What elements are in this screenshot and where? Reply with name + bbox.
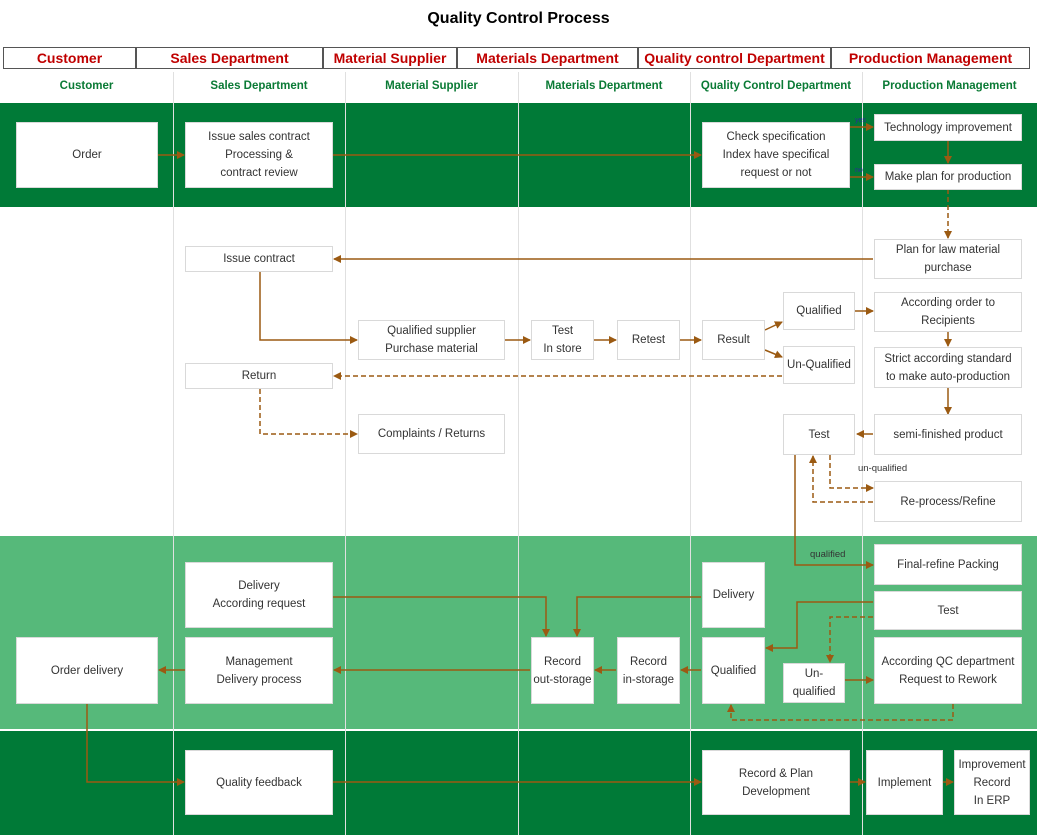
box-return: Return: [185, 363, 333, 389]
page-title: Quality Control Process: [427, 10, 610, 27]
label-no: no: [855, 167, 863, 174]
box-reprocess: Re-process/Refine: [874, 481, 1022, 522]
box-record-out-storage: Record out-storage: [531, 637, 594, 704]
box-qualified-supplier: Qualified supplier Purchase material: [358, 320, 505, 360]
box-plan-raw-material: Plan for law material purchase: [874, 239, 1022, 279]
lane-header-materials: Materials Department: [545, 80, 663, 92]
box-check-specification: Check specification Index have specifica…: [702, 122, 850, 188]
lane-header-supplier: Material Supplier: [385, 80, 478, 92]
box-improvement-record: Improvement Record In ERP: [954, 750, 1030, 815]
box-management-delivery: Management Delivery process: [185, 637, 333, 704]
top-header-qc: Quality control Department: [638, 47, 831, 69]
box-technology-improvement: Technology improvement: [874, 114, 1022, 141]
box-semi-finished: semi-finished product: [874, 414, 1022, 455]
box-qualified-2: Qualified: [702, 637, 765, 704]
box-record-in-storage: Record in-storage: [617, 637, 680, 704]
box-result: Result: [702, 320, 765, 360]
box-complaints-returns: Complaints / Returns: [358, 414, 505, 454]
top-header-materials: Materials Department: [457, 47, 638, 69]
box-record-plan: Record & Plan Development: [702, 750, 850, 815]
box-unqualified-2: Un- qualified: [783, 663, 845, 703]
top-header-supplier: Material Supplier: [323, 47, 457, 69]
box-retest: Retest: [617, 320, 680, 360]
lane-divider: [862, 72, 863, 835]
box-order-delivery: Order delivery: [16, 637, 158, 704]
lane-header-customer: Customer: [59, 80, 114, 92]
top-header-sales: Sales Department: [136, 47, 323, 69]
box-issue-sales-contract: Issue sales contract Processing & contra…: [185, 122, 333, 188]
lane-header-qc: Quality Control Department: [700, 80, 852, 92]
box-quality-feedback: Quality feedback: [185, 750, 333, 815]
top-header-customer: Customer: [3, 47, 136, 69]
box-according-order: According order to Recipients: [874, 292, 1022, 332]
box-qualified-1: Qualified: [783, 292, 855, 330]
lane-divider: [518, 72, 519, 835]
box-issue-contract: Issue contract: [185, 246, 333, 272]
box-strict-standard: Strict according standard to make auto-p…: [874, 347, 1022, 388]
lane-divider: [690, 72, 691, 835]
box-test-3: Test: [874, 591, 1022, 630]
label-unqualified: un-qualified: [858, 463, 908, 474]
box-make-plan: Make plan for production: [874, 164, 1022, 190]
lane-divider: [173, 72, 174, 835]
box-delivery-qc: Delivery: [702, 562, 765, 628]
lane-header-production: Production Management: [882, 80, 1017, 92]
lane-divider: [345, 72, 346, 835]
label-qualified: qualified: [810, 549, 846, 560]
box-unqualified-1: Un-Qualified: [783, 346, 855, 384]
label-yes: yes: [855, 117, 866, 124]
box-final-refine: Final-refine Packing: [874, 544, 1022, 585]
lane-header-sales: Sales Department: [210, 80, 308, 92]
box-order: Order: [16, 122, 158, 188]
box-implement: Implement: [866, 750, 943, 815]
box-test-2: Test: [783, 414, 855, 455]
box-according-qc: According QC department Request to Rewor…: [874, 637, 1022, 704]
top-header-production: Production Management: [831, 47, 1030, 69]
box-delivery-request: Delivery According request: [185, 562, 333, 628]
box-test-in-store: Test In store: [531, 320, 594, 360]
